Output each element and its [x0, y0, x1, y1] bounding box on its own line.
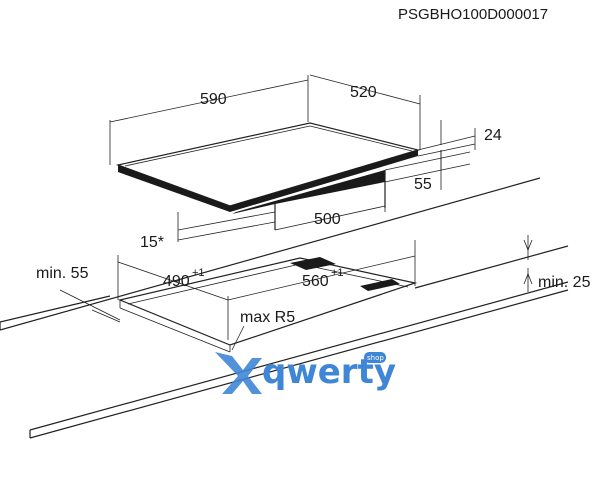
dim-min-25: min. 25	[523, 235, 591, 292]
cutout-outline	[118, 257, 418, 346]
hob-side-edge	[230, 150, 418, 212]
dim-490-label: 490	[163, 273, 190, 290]
dim-15: 15*	[140, 211, 276, 251]
dim-520-label: 520	[350, 84, 377, 101]
hob-glass-edge	[124, 125, 413, 167]
countertop	[0, 177, 569, 439]
dim-55: 55	[384, 150, 471, 193]
watermark-logo: qwerty shop	[215, 352, 396, 394]
cutout-slot-1	[290, 257, 336, 270]
hob-front-edge	[118, 165, 230, 212]
watermark-badge	[364, 352, 386, 363]
countertop-back-edge-right	[414, 245, 569, 289]
dim-490-tol: +1	[192, 267, 205, 279]
hob-unit	[115, 122, 421, 230]
countertop-front-edge-2	[29, 289, 569, 439]
dim-590-label: 590	[200, 91, 227, 108]
dim-500: 500	[274, 196, 386, 231]
dim-min-55: min. 55	[36, 265, 121, 323]
dim-55-label: 55	[414, 176, 432, 193]
dim-560: 560 +1	[227, 240, 416, 301]
dim-560-tol: +1	[331, 267, 344, 279]
countertop-front-edge	[29, 281, 569, 431]
countertop-top-edge	[0, 177, 541, 331]
dim-min-55-label: min. 55	[36, 265, 89, 282]
hob-body	[232, 170, 385, 214]
dim-15-label: 15*	[140, 234, 164, 251]
dim-590: 590	[109, 75, 309, 165]
dim-520: 520	[309, 74, 421, 150]
watermark-x-icon	[215, 352, 262, 394]
dim-490: 490 +1	[117, 255, 229, 340]
dim-min-25-label: min. 25	[538, 274, 591, 291]
dim-max-r5: max R5	[231, 309, 295, 351]
watermark-badge-text: shop	[367, 354, 384, 362]
dim-500-label: 500	[314, 211, 341, 228]
document-code: PSGBHO100D000017	[398, 6, 548, 23]
cutout-slot-2	[360, 279, 400, 291]
dim-24: 24	[417, 120, 502, 170]
dim-560-label: 560	[302, 273, 329, 290]
dim-max-r5-label: max R5	[240, 309, 295, 326]
dim-24-label: 24	[484, 127, 502, 144]
countertop-back-edge	[0, 295, 111, 323]
